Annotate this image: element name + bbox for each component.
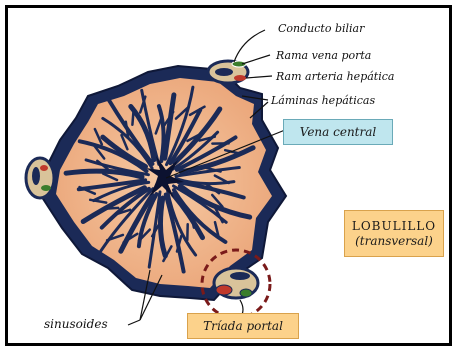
label-sinusoides: sinusoides — [44, 318, 108, 330]
portal-triad-left — [26, 158, 54, 198]
label-laminas-hepaticas: Láminas hepáticas — [271, 95, 375, 106]
label-lobulillo: LOBULILLO (transversal) — [344, 210, 444, 257]
label-triada-portal: Tríada portal — [187, 313, 299, 339]
vena-central-text: Vena central — [300, 125, 376, 140]
lobulillo-title: LOBULILLO — [352, 219, 436, 234]
label-vena-central: Vena central — [283, 119, 393, 145]
lobulillo-subtitle: (transversal) — [355, 234, 433, 249]
portal-triad-top — [208, 61, 248, 83]
sinusoid-branch — [103, 208, 119, 209]
label-rama-vena-porta: Rama vena porta — [276, 50, 371, 61]
triada-portal-text: Tríada portal — [203, 319, 283, 334]
label-ram-arteria-hepatica: Ram arteria hepática — [276, 71, 394, 82]
portal-triad-bottom — [214, 268, 258, 298]
sinusoid-branch — [132, 109, 133, 125]
label-conducto-biliar: Conducto biliar — [278, 23, 364, 34]
